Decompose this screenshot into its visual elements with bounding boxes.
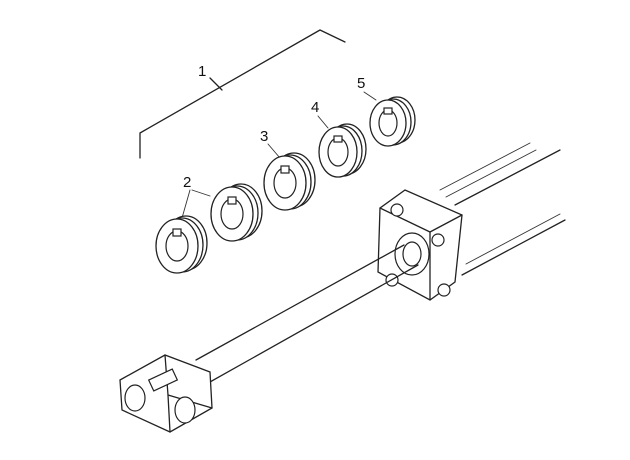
callout-2: 2 — [183, 174, 191, 191]
callout-5: 5 — [357, 75, 365, 92]
leader-lines — [181, 91, 377, 219]
piston-rod — [195, 244, 419, 383]
cylinder-barrel — [439, 142, 566, 276]
seal-ring-2b — [210, 183, 263, 242]
kit-bracket — [139, 29, 346, 159]
callout-3: 3 — [260, 128, 268, 145]
seal-ring-2a — [155, 215, 208, 274]
callout-4: 4 — [311, 99, 319, 116]
seal-ring-4 — [318, 123, 367, 178]
rod-clevis — [119, 354, 213, 433]
callout-1: 1 — [198, 63, 206, 80]
seal-ring-5 — [369, 96, 416, 147]
seal-ring-3 — [263, 152, 316, 211]
cylinder-head-cap — [377, 189, 463, 301]
